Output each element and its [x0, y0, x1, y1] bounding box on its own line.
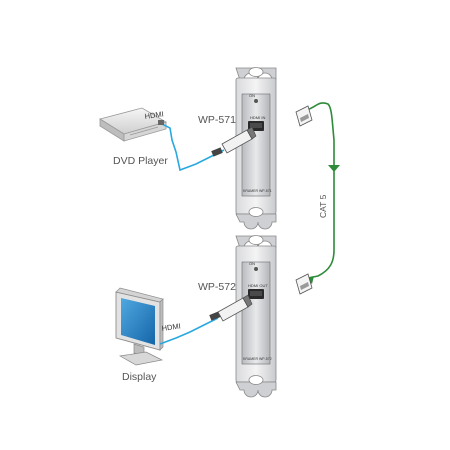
- hdmi-label-top: HDMI: [144, 109, 164, 121]
- wp-571-brand-text: KRAMER: [243, 189, 258, 193]
- rj45-connector-bottom: [295, 273, 313, 295]
- display-label: Display: [122, 371, 157, 383]
- wp-572-port-label: HDMI OUT: [248, 283, 268, 288]
- wp-572-model-text: WP-572: [259, 357, 272, 361]
- hdmi-plug-wp572: [217, 294, 253, 322]
- wp-572-brand-text: KRAMER: [243, 357, 258, 361]
- hdmi-label-bottom: HDMI: [161, 321, 181, 333]
- cat5-label: CAT 5: [318, 194, 328, 218]
- wp-571-model-text: WP-571: [259, 189, 272, 193]
- cat5-cable: [305, 102, 340, 284]
- wp-571-label: WP-571: [198, 114, 236, 126]
- rj45-connector-top: [295, 105, 313, 127]
- wp-572-wall-plate: [235, 235, 277, 398]
- wp-571-wall-plate: [235, 67, 277, 230]
- display-icon: [115, 287, 164, 366]
- hdmi-cable-display: [159, 311, 221, 345]
- wp-572-label: WP-572: [198, 281, 236, 293]
- wp-571-on-led-label: ON: [249, 93, 255, 98]
- hdmi-cable-dvd: [158, 120, 225, 172]
- dvd-player-icon: [99, 107, 168, 142]
- wp-571-port-label: HDMI IN: [250, 115, 265, 120]
- wp-572-on-led-label: ON: [249, 261, 255, 266]
- dvd-player-label: DVD Player: [113, 155, 168, 167]
- hdmi-plug-wp571: [221, 126, 257, 154]
